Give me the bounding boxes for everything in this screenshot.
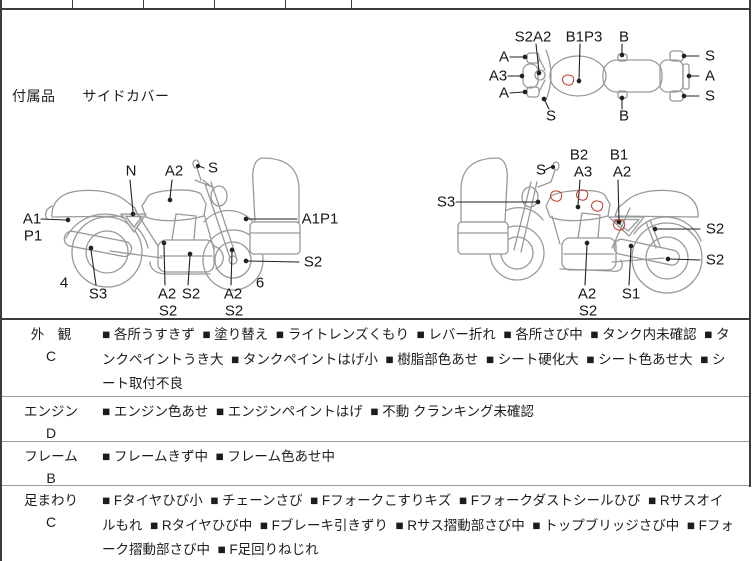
- sheet-right-border: [749, 0, 751, 487]
- inspection-row: エンジン D ■ エンジン色あせ ■ エンジンペイントはげ ■ 不動 クランキング未…: [2, 397, 749, 442]
- left-side-view-label-N: N: [125, 162, 137, 180]
- header-cell: [352, 0, 749, 8]
- top-view-label-S: S: [704, 47, 716, 65]
- right-side-view-label-S1: S1: [621, 285, 641, 303]
- sheet-left-border: [0, 0, 2, 561]
- left-side-view-label-S2: S2: [303, 253, 323, 271]
- left-side-view-label-S2: S2: [158, 302, 178, 320]
- section-name: 足まわり: [24, 493, 78, 508]
- top-view-label-S2A2: S2A2: [514, 28, 552, 46]
- left-side-view-label-S2: S2: [224, 302, 244, 320]
- right-side-view-label-B2: B2: [569, 146, 589, 164]
- accessories-label: 付属品: [12, 88, 56, 104]
- inspection-row: 足まわり C ■ Fタイヤひび小 ■ チェーンさび ■ Fフォークこすりキズ ■ F…: [2, 486, 749, 561]
- inspection-row: 外 観 C ■ 各所うすきず ■ 塗り替え ■ ライトレンズくもり ■ レバー折れ …: [2, 320, 749, 397]
- top-view-label-S: S: [704, 87, 716, 105]
- section-name: エンジン: [24, 404, 78, 419]
- section-name: 外 観: [30, 327, 72, 342]
- top-view-label-A: A: [704, 67, 716, 85]
- right-side-view-label-S2: S2: [705, 220, 725, 238]
- right-side-view-label-B1: B1: [609, 146, 629, 164]
- top-view-label-A3: A3: [488, 67, 508, 85]
- left-side-view-label-A2: A2: [157, 285, 177, 303]
- left-side-view-label-S: S: [207, 159, 219, 177]
- top-view-bike: [522, 49, 690, 102]
- left-side-view-label-A1: A1: [22, 210, 42, 228]
- motorcycle-diagram-svg: [40, 43, 703, 294]
- header-cell: [2, 0, 73, 8]
- left-side-view-label-A2: A2: [164, 162, 184, 180]
- top-view-label-A: A: [498, 84, 510, 102]
- section-label-cell: エンジン D: [2, 397, 100, 441]
- right-side-view-label-S2: S2: [705, 251, 725, 269]
- left-side-view-label-A1P1: A1P1: [301, 210, 339, 228]
- section-grade: C: [45, 348, 57, 364]
- section-label-cell: フレーム B: [2, 442, 100, 486]
- section-label-cell: 外 観 C: [2, 320, 100, 396]
- left-side-view-bike: [45, 157, 301, 291]
- top-view-label-B: B: [618, 107, 630, 125]
- header-row-partial: [2, 0, 749, 10]
- section-grade: B: [46, 470, 56, 486]
- right-side-view-label-A2: A2: [577, 285, 597, 303]
- left-side-view-label-A2: A2: [223, 285, 243, 303]
- left-side-view-label-S2: S2: [181, 285, 201, 303]
- section-findings: ■ 各所うすきず ■ 塗り替え ■ ライトレンズくもり ■ レバー折れ ■ 各所…: [102, 327, 730, 392]
- top-view-label-A: A: [498, 48, 510, 66]
- section-name: フレーム: [24, 449, 78, 464]
- top-view-label-B1P3: B1P3: [565, 28, 603, 46]
- section-grade: D: [45, 425, 57, 441]
- left-side-view-label-P1: P1: [23, 227, 43, 245]
- header-cell: [286, 0, 352, 8]
- right-side-view-label-S: S: [535, 161, 547, 179]
- header-cell: [215, 0, 286, 8]
- right-side-view-label-A2: A2: [612, 163, 632, 181]
- section-findings: ■ フレームきず中 ■ フレーム色あせ中: [102, 449, 336, 464]
- leader-lines: [40, 43, 701, 286]
- left-side-view-label-6: 6: [255, 274, 265, 292]
- top-view-label-B: B: [618, 28, 630, 46]
- inspection-row: フレーム B ■ フレームきず中 ■ フレーム色あせ中: [2, 442, 749, 486]
- top-view-label-S: S: [545, 107, 557, 125]
- accessories-row: 付属品 サイドカバー: [12, 86, 170, 106]
- left-side-view-label-S3: S3: [88, 285, 108, 303]
- right-side-view-label-A3: A3: [573, 163, 593, 181]
- inspection-table: 外 観 C ■ 各所うすきず ■ 塗り替え ■ ライトレンズくもり ■ レバー折れ …: [2, 318, 749, 561]
- accessories-value: サイドカバー: [82, 88, 170, 104]
- left-side-view-label-4: 4: [59, 274, 69, 292]
- diagram-section: 付属品 サイドカバー: [2, 10, 749, 320]
- header-cell: [144, 0, 215, 8]
- right-side-view-label-S3: S3: [436, 193, 456, 211]
- right-side-view-label-S2: S2: [578, 302, 598, 320]
- section-label-cell: 足まわり C: [2, 486, 100, 561]
- header-cell: [73, 0, 144, 8]
- section-findings: ■ Fタイヤひび小 ■ チェーンさび ■ Fフォークこすりキズ ■ Fフォークダ…: [102, 493, 734, 558]
- section-grade: C: [45, 514, 57, 530]
- section-findings: ■ エンジン色あせ ■ エンジンペイントはげ ■ 不動 クランキング未確認: [102, 404, 535, 419]
